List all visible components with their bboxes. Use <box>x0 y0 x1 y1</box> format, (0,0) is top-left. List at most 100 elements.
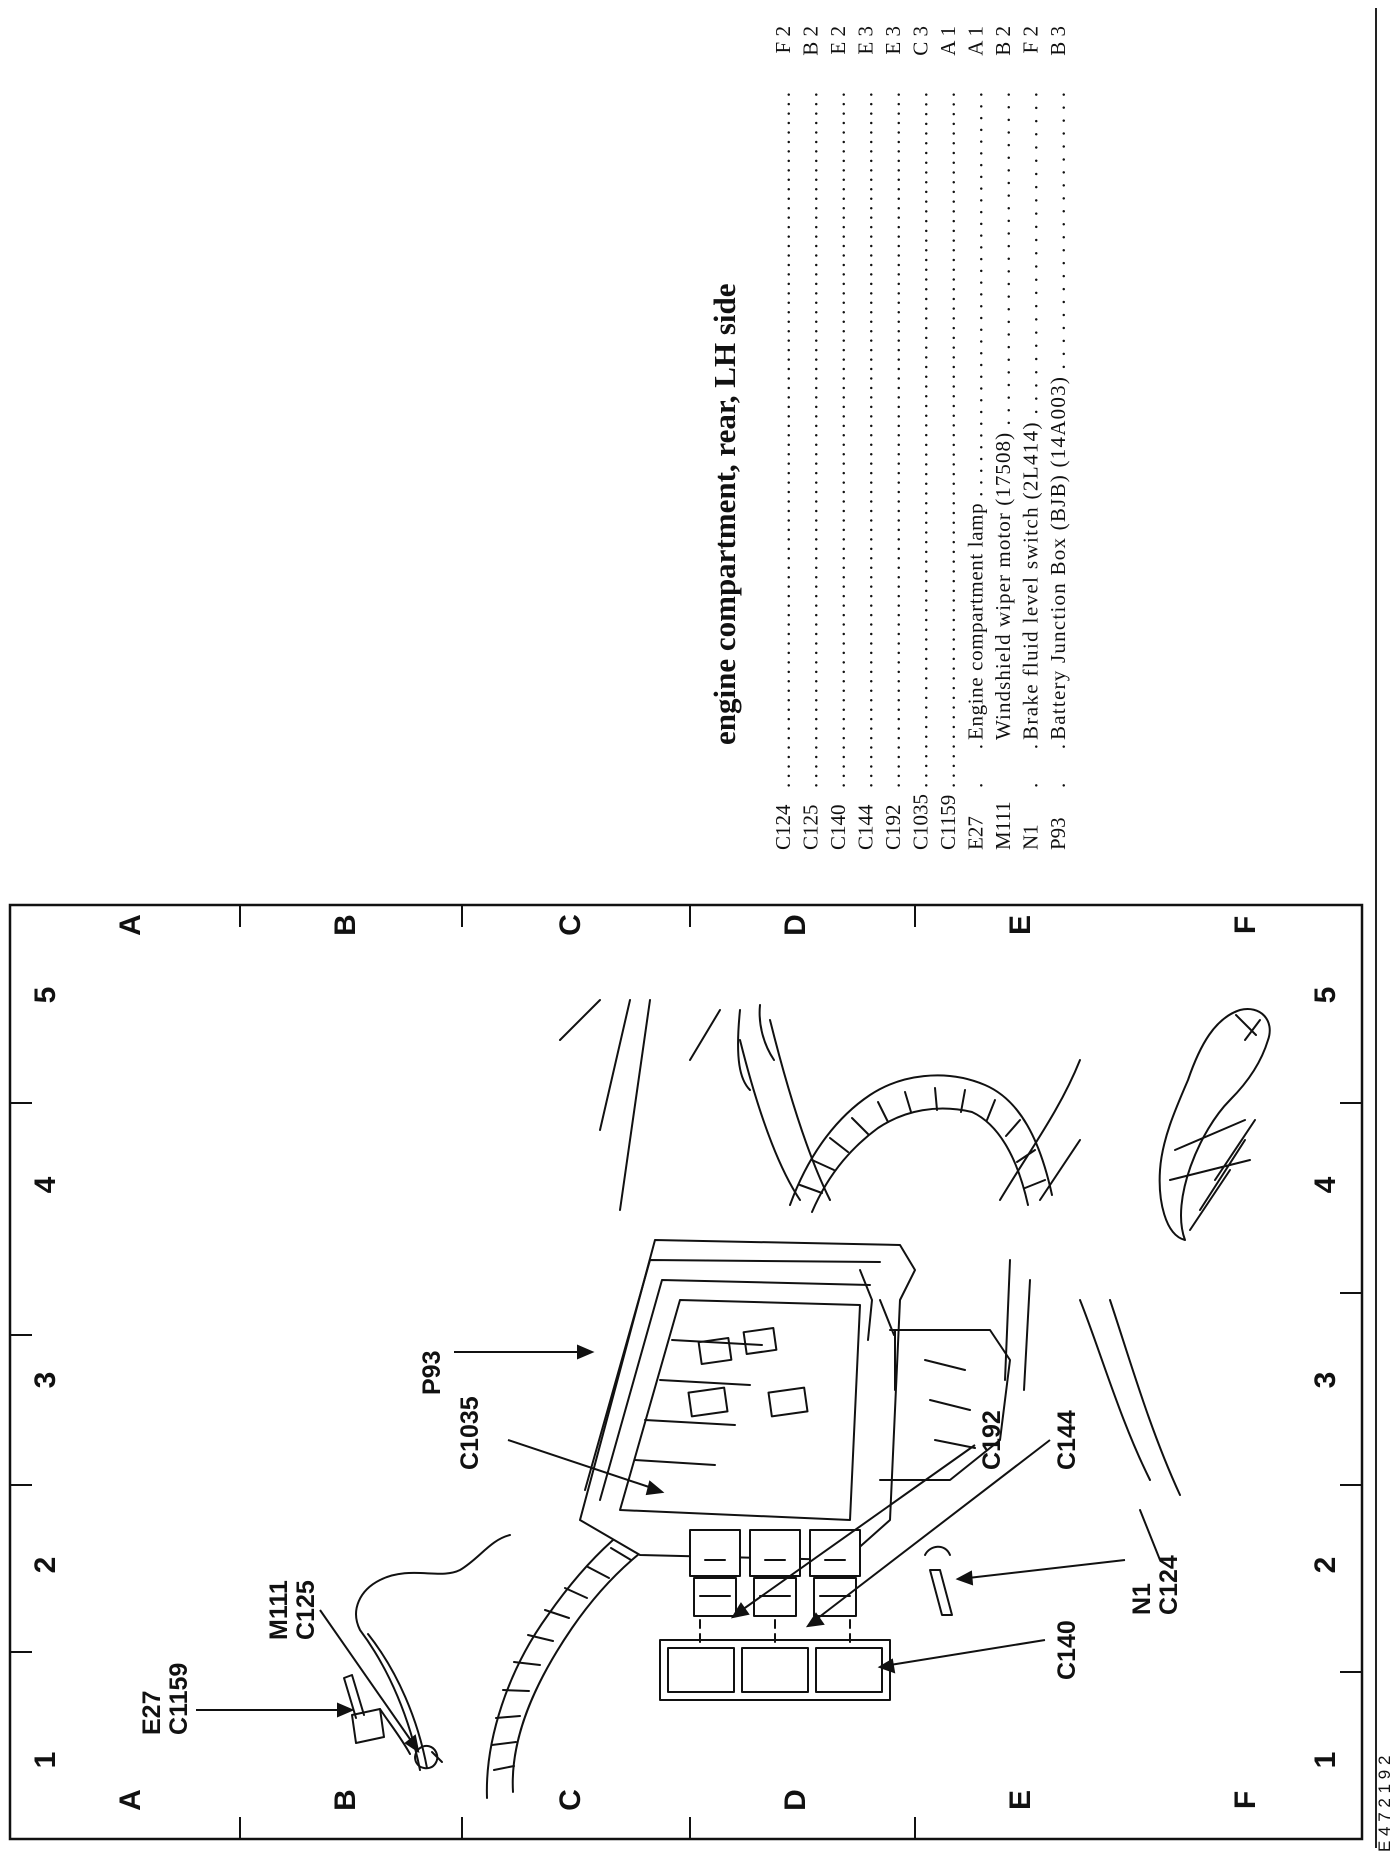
callout-leaders <box>196 1344 1126 1754</box>
junction-box-p93 <box>579 1239 1011 1561</box>
grid-col-label-top: 3 <box>29 1372 62 1389</box>
index-entry: P93 . . Battery Junction Box (BJB) (14A0… <box>1046 26 1070 850</box>
callout-label: P93 <box>418 1351 446 1395</box>
callout-label: C192 <box>978 1410 1006 1470</box>
index-entry-leader: . . . . . . . . . . . . . . . . . . . . … <box>909 92 933 788</box>
callout-text: N1 <box>1128 1583 1156 1615</box>
grid-row-label-left: F <box>1229 1791 1262 1809</box>
grid-row-label-left: E <box>1004 1790 1037 1810</box>
grid-col-label-top: 2 <box>29 1557 62 1574</box>
diagram-frame: A B C D E F A B C D E F 1 2 3 4 5 1 2 3 4 5 <box>8 903 1364 1841</box>
index-entry-code: C124 <box>771 804 795 850</box>
index-entry-location: B 2 <box>991 26 1015 56</box>
body-panels <box>559 999 1181 1561</box>
component-index: engine compartment, rear, LH side C124 .… <box>707 8 1377 1848</box>
index-entry: C1035 . . . . . . . . . . . . . . . . . … <box>909 26 933 850</box>
index-entry-leader: . . . . . . . . . . . . . . . . . . . . … <box>854 92 878 788</box>
callout-label: C140 <box>1053 1620 1081 1680</box>
index-entry-code: C192 <box>881 804 905 850</box>
callout-label: C144 <box>1053 1410 1081 1470</box>
index-title: engine compartment, rear, LH side <box>707 283 742 745</box>
harness-bundle-vertical <box>737 1004 1057 1217</box>
index-entry-location: B 3 <box>1046 26 1070 56</box>
index-entry: M111 Windshield wiper motor (17508) . . … <box>991 26 1015 850</box>
index-entry-code: C125 <box>799 804 823 850</box>
grid-row-label-left: B <box>329 1789 362 1811</box>
index-entry-description: Engine compartment lamp . . . . . . . . … <box>964 92 988 740</box>
grid-col-label-top: 1 <box>29 1752 62 1769</box>
index-entry-code: P93 <box>1046 817 1070 850</box>
figure-number: E 4 7 2 1 9 2 <box>1375 1756 1392 1852</box>
grid-row-label-right: F <box>1229 916 1262 934</box>
grid-row-label-left: D <box>779 1789 812 1811</box>
index-entry-code: C1035 <box>909 794 933 850</box>
callout-text: C140 <box>1053 1620 1081 1680</box>
index-entry-leader: . . . . . . . . . . . . . . . . . . . . … <box>799 92 823 788</box>
index-entry: N1 . . Brake fluid level switch (2L414) … <box>1019 26 1043 850</box>
index-entry-leader: . . . . . . . . . . . . . . . . . . . . … <box>826 92 850 788</box>
index-entry-leader: . . . . . . . . . . . . . . . . . . . . … <box>881 92 905 788</box>
index-entry: E27 . . Engine compartment lamp . . . . … <box>964 26 988 850</box>
index-entry-code: C1159 <box>936 795 960 850</box>
wiper-motor-lead <box>355 1534 511 1771</box>
grid-row-label-right: C <box>554 914 587 936</box>
callout-text: C1159 <box>165 1663 193 1735</box>
callout-text: C144 <box>1053 1410 1081 1470</box>
grid-col-label-bottom: 3 <box>1309 1372 1342 1389</box>
index-entry-code: C144 <box>854 804 878 850</box>
grid-col-label-bottom: 1 <box>1309 1752 1342 1769</box>
index-entry-location: E 3 <box>881 26 905 55</box>
index-entry-code: N1 <box>1019 824 1043 850</box>
callout-text: C192 <box>978 1410 1006 1470</box>
callout-text: P93 <box>418 1351 446 1395</box>
callout-text: M111 <box>265 1580 293 1640</box>
index-list: C124 . . . . . . . . . . . . . . . . . .… <box>771 26 1070 850</box>
grid-row-label-right: D <box>779 914 812 936</box>
grid-row-label-left: C <box>554 1789 587 1811</box>
callout-text: C1035 <box>456 1396 484 1470</box>
index-entry-description: Windshield wiper motor (17508) . . . . .… <box>991 92 1015 740</box>
grid-col-label-top: 4 <box>29 1176 62 1193</box>
callout-text: C124 <box>1155 1555 1183 1615</box>
grid-labels: A B C D E F A B C D E F 1 2 3 4 5 1 2 3 4 5 <box>29 914 1342 1811</box>
index-entry-location: E 3 <box>854 26 878 55</box>
grid-row-label-left: A <box>114 1789 147 1811</box>
index-entry-code: M111 <box>991 801 1015 850</box>
index-entry: C125 . . . . . . . . . . . . . . . . . .… <box>799 26 823 850</box>
index-entry-location: A 1 <box>964 26 988 56</box>
component-drawing <box>343 999 1271 1808</box>
index-entry-leader: . . . . . . . . . . . . . . . . . . . . … <box>936 92 960 788</box>
index-entry-description: Brake fluid level switch (2L414) . . . .… <box>1019 92 1043 740</box>
index-entry-location: F 2 <box>771 26 795 53</box>
index-entry-location: B 2 <box>799 26 823 56</box>
index-entry-leader: . . . . . . . . . . . . . . . . . . . . … <box>771 92 795 788</box>
callout-label: C1035 <box>456 1396 484 1470</box>
index-entry-location: F 2 <box>1019 26 1043 53</box>
index-entry-location: C 3 <box>909 26 933 56</box>
callout-text: E27 <box>138 1691 166 1735</box>
index-entry-description: Battery Junction Box (BJB) (14A003) . . … <box>1046 92 1070 740</box>
index-entry: C140 . . . . . . . . . . . . . . . . . .… <box>826 26 850 850</box>
grid-col-label-bottom: 2 <box>1309 1557 1342 1574</box>
connector-c125 <box>414 1744 443 1770</box>
index-entry: C124 . . . . . . . . . . . . . . . . . .… <box>771 26 795 850</box>
index-entry-code: E27 <box>964 816 988 850</box>
brake-fluid-switch-n1 <box>924 1545 953 1616</box>
grid-row-label-right: B <box>329 914 362 936</box>
grid-row-label-right: E <box>1004 915 1037 935</box>
index-entry: C192 . . . . . . . . . . . . . . . . . .… <box>881 26 905 850</box>
grid-col-label-bottom: 5 <box>1309 987 1342 1004</box>
grid-col-label-top: 5 <box>29 987 62 1004</box>
callout-text: C125 <box>292 1580 320 1640</box>
lamp-connector-c1159 <box>343 1674 411 1755</box>
grid-row-label-right: A <box>114 914 147 936</box>
grid-col-label-bottom: 4 <box>1309 1176 1342 1193</box>
index-entry: C144 . . . . . . . . . . . . . . . . . .… <box>854 26 878 850</box>
grid-ticks <box>10 905 1362 1839</box>
index-entry-code: C140 <box>826 804 850 850</box>
